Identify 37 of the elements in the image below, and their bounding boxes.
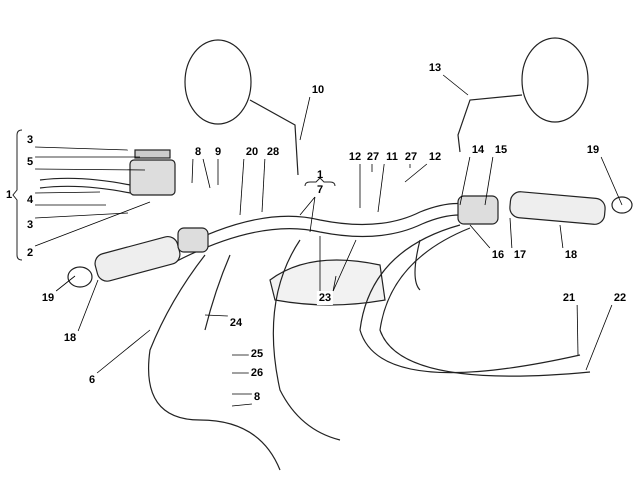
leader-line bbox=[310, 196, 316, 232]
leader-line bbox=[300, 196, 316, 216]
leader-line bbox=[34, 156, 140, 158]
leader-line bbox=[378, 164, 385, 212]
leader-line bbox=[332, 276, 336, 292]
leader-line bbox=[204, 314, 228, 316]
leader-line bbox=[232, 372, 250, 374]
leader-line bbox=[240, 158, 244, 216]
leader-line bbox=[460, 156, 470, 206]
leader-line bbox=[576, 304, 578, 356]
assembly-number: 1 bbox=[316, 169, 324, 181]
leader-line bbox=[34, 192, 100, 194]
assembly-number: 1 bbox=[6, 189, 12, 201]
leader-line bbox=[34, 212, 128, 218]
leader-line bbox=[78, 280, 98, 332]
leader-line bbox=[300, 96, 310, 140]
leader-line bbox=[332, 240, 356, 292]
leader-line bbox=[56, 276, 76, 292]
leader-line bbox=[600, 156, 622, 206]
callout-number: 23 bbox=[316, 291, 334, 305]
leader-line bbox=[484, 156, 494, 206]
leader-line bbox=[442, 74, 468, 96]
leader-line bbox=[34, 204, 106, 206]
leader-line bbox=[202, 158, 210, 188]
leader-line bbox=[560, 224, 564, 248]
leader-line bbox=[262, 158, 266, 212]
leader-line bbox=[404, 164, 428, 182]
leader-line bbox=[34, 168, 146, 170]
leader-line bbox=[232, 354, 250, 356]
leader-line bbox=[192, 158, 194, 184]
leader-line bbox=[34, 146, 128, 150]
leader-line bbox=[232, 404, 252, 406]
leader-line bbox=[470, 224, 490, 248]
leader-line bbox=[34, 202, 150, 246]
leader-line bbox=[586, 304, 612, 370]
leader-line bbox=[510, 218, 512, 248]
leader-line bbox=[96, 330, 150, 374]
